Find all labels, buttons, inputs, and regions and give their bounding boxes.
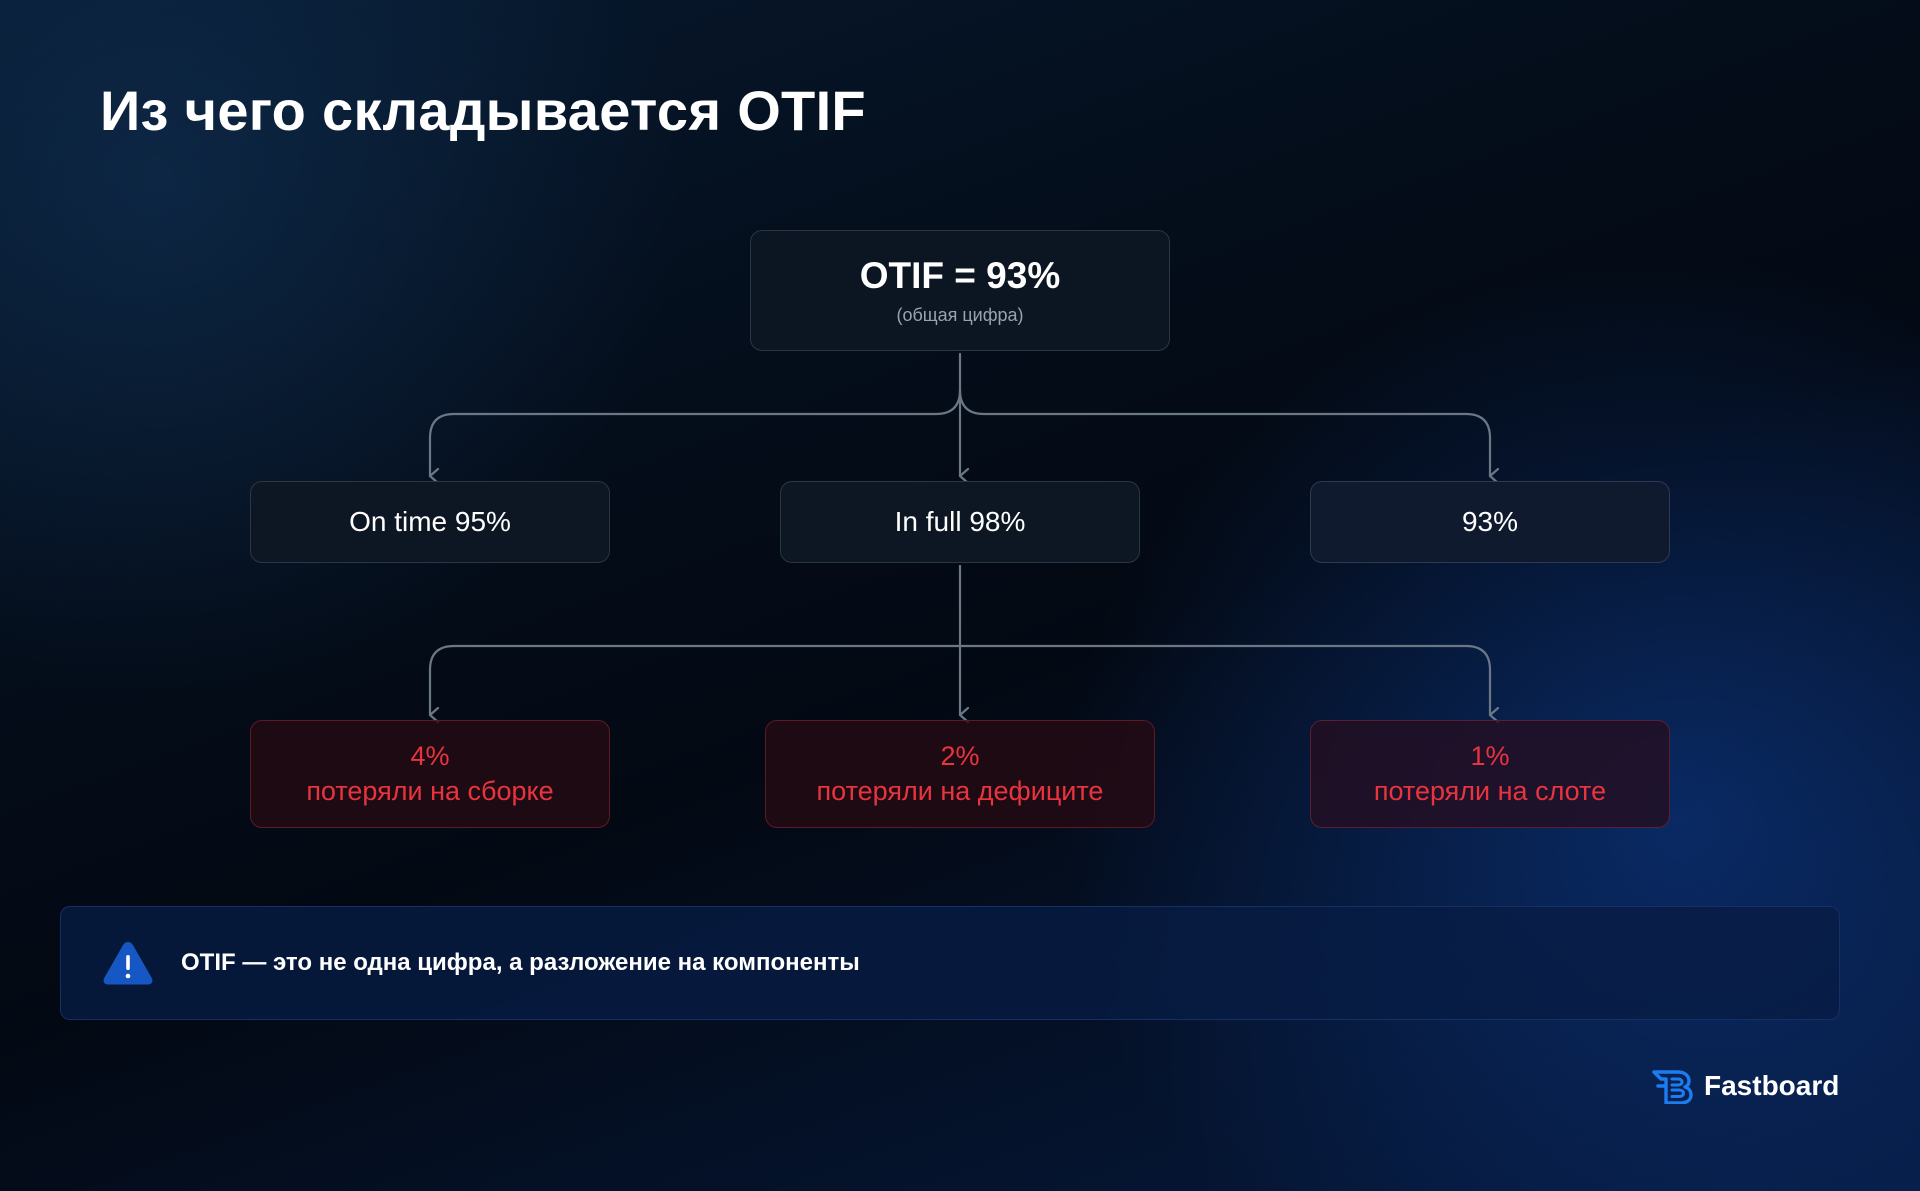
callout-text: OTIF — это не одна цифра, а разложение н… (181, 949, 860, 976)
loss-label: потеряли на дефиците (816, 776, 1104, 806)
warning-triangle-icon (103, 942, 153, 985)
otif-total-value: OTIF = 93% (859, 255, 1061, 296)
otif-total-node: OTIF = 93% (общая цифра) (750, 230, 1170, 351)
otif-component-node: 93% (1310, 481, 1670, 563)
fastboard-logo-icon (1652, 1070, 1693, 1104)
loss-value: 1% (1470, 741, 1510, 771)
loss-value: 2% (940, 741, 980, 771)
loss-node-shortage: 2% потеряли на дефиците (765, 720, 1155, 828)
info-callout: OTIF — это не одна цифра, а разложение н… (60, 906, 1840, 1020)
on-time-node: On time 95% (250, 481, 610, 563)
loss-value: 4% (410, 741, 450, 771)
brand-name: Fastboard (1704, 1070, 1840, 1101)
brand-logo: Fastboard (1652, 1068, 1839, 1104)
in-full-node: In full 98% (780, 481, 1140, 563)
loss-label: потеряли на слоте (1373, 776, 1607, 806)
loss-node-slot: 1% потеряли на слоте (1310, 720, 1670, 828)
loss-node-assembly: 4% потеряли на сборке (250, 720, 610, 828)
otif-total-subtitle: (общая цифра) (896, 305, 1024, 325)
page-title: Из чего складывается OTIF (100, 79, 866, 142)
loss-label: потеряли на сборке (306, 776, 554, 806)
